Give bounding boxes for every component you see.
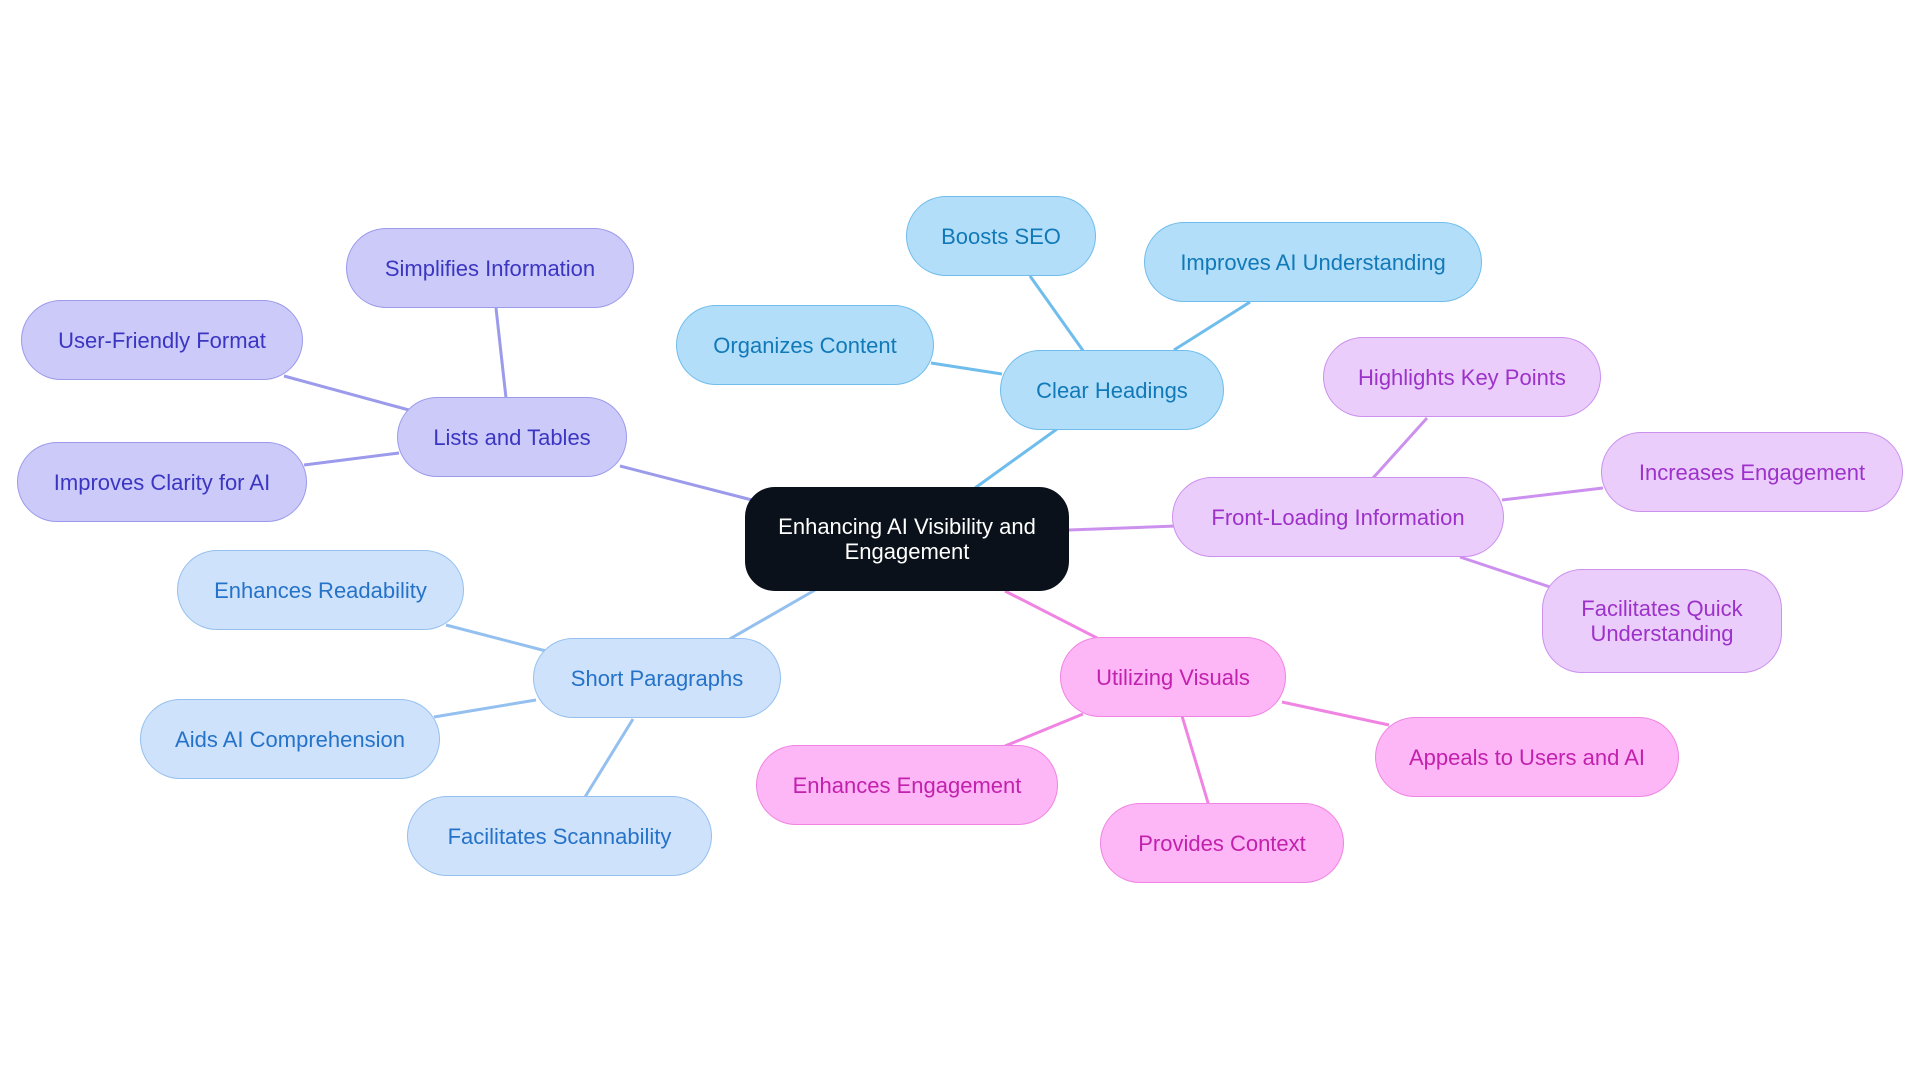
leaf-node-highlights-key-points[interactable]: Highlights Key Points xyxy=(1323,337,1601,417)
connector-center-clear-headings xyxy=(974,427,1058,490)
leaf-label: Improves Clarity for AI xyxy=(53,469,271,495)
connector-clear-headings-improves-ai-understanding xyxy=(1173,300,1251,352)
connector-center-lists-tables xyxy=(619,464,753,502)
leaf-node-aids-ai-comprehension[interactable]: Aids AI Comprehension xyxy=(140,699,440,779)
connector-center-front-loading xyxy=(1068,524,1177,532)
leaf-label: Enhances Engagement xyxy=(792,772,1022,798)
leaf-node-improves-clarity-for-ai[interactable]: Improves Clarity for AI xyxy=(17,442,307,522)
leaf-node-provides-context[interactable]: Provides Context xyxy=(1100,803,1344,883)
connector-utilizing-visuals-enhances-engagement xyxy=(1004,712,1084,748)
central-topic-node[interactable]: Enhancing AI Visibility and Engagement xyxy=(745,487,1069,591)
branch-node-clear-headings[interactable]: Clear Headings xyxy=(1000,350,1224,430)
branch-label: Clear Headings xyxy=(1036,377,1188,403)
branch-node-utilizing-visuals[interactable]: Utilizing Visuals xyxy=(1060,637,1286,717)
connector-lists-tables-simplifies-information xyxy=(494,307,508,399)
leaf-label: Increases Engagement xyxy=(1638,459,1866,485)
connector-short-paragraphs-enhances-readability xyxy=(445,623,547,653)
leaf-node-enhances-readability[interactable]: Enhances Readability xyxy=(177,550,464,630)
leaf-label: Facilitates Quick Understanding xyxy=(1581,596,1743,646)
leaf-label: Simplifies Information xyxy=(384,255,596,281)
connector-front-loading-highlights-key-points xyxy=(1371,416,1429,480)
central-topic-label: Enhancing AI Visibility and Engagement xyxy=(778,514,1036,564)
leaf-label: Aids AI Comprehension xyxy=(175,726,405,752)
connector-center-short-paragraphs xyxy=(727,588,816,642)
leaf-node-appeals-to-users-and-ai[interactable]: Appeals to Users and AI xyxy=(1375,717,1679,797)
connector-front-loading-increases-engagement xyxy=(1501,486,1604,502)
connector-front-loading-facilitates-quick xyxy=(1459,555,1551,589)
leaf-label: Provides Context xyxy=(1138,830,1306,856)
connector-utilizing-visuals-appeals-to-users xyxy=(1281,700,1390,727)
branch-label: Lists and Tables xyxy=(433,424,591,450)
leaf-label: Highlights Key Points xyxy=(1358,364,1566,390)
leaf-node-enhances-engagement[interactable]: Enhances Engagement xyxy=(756,745,1058,825)
branch-label: Short Paragraphs xyxy=(570,665,744,691)
connector-short-paragraphs-aids-ai-comprehension xyxy=(433,698,537,719)
branch-label: Front-Loading Information xyxy=(1211,504,1465,530)
leaf-label: Organizes Content xyxy=(713,332,897,358)
leaf-node-boosts-seo[interactable]: Boosts SEO xyxy=(906,196,1096,276)
leaf-node-simplifies-information[interactable]: Simplifies Information xyxy=(346,228,634,308)
leaf-label: Improves AI Understanding xyxy=(1180,249,1446,275)
branch-label: Utilizing Visuals xyxy=(1096,664,1250,690)
leaf-node-user-friendly-format[interactable]: User-Friendly Format xyxy=(21,300,303,380)
leaf-label: Appeals to Users and AI xyxy=(1408,744,1646,770)
connector-utilizing-visuals-provides-context xyxy=(1180,715,1211,807)
connector-lists-tables-improves-clarity xyxy=(303,451,400,467)
connector-clear-headings-boosts-seo xyxy=(1028,275,1086,353)
leaf-node-facilitates-quick-understanding[interactable]: Facilitates Quick Understanding xyxy=(1542,569,1782,673)
leaf-node-organizes-content[interactable]: Organizes Content xyxy=(676,305,934,385)
connector-lists-tables-user-friendly-format xyxy=(283,374,410,412)
branch-node-front-loading-information[interactable]: Front-Loading Information xyxy=(1172,477,1504,557)
branch-node-short-paragraphs[interactable]: Short Paragraphs xyxy=(533,638,781,718)
connector-short-paragraphs-facilitates-scannability xyxy=(583,718,635,798)
connector-clear-headings-organizes-content xyxy=(930,361,1003,376)
leaf-label: Enhances Readability xyxy=(214,577,427,603)
leaf-node-improves-ai-understanding[interactable]: Improves AI Understanding xyxy=(1144,222,1482,302)
leaf-label: Boosts SEO xyxy=(941,223,1061,249)
branch-node-lists-tables[interactable]: Lists and Tables xyxy=(397,397,627,477)
leaf-label: User-Friendly Format xyxy=(58,327,266,353)
leaf-node-increases-engagement[interactable]: Increases Engagement xyxy=(1601,432,1903,512)
connector-center-utilizing-visuals xyxy=(1004,589,1098,640)
leaf-label: Facilitates Scannability xyxy=(447,823,672,849)
leaf-node-facilitates-scannability[interactable]: Facilitates Scannability xyxy=(407,796,712,876)
